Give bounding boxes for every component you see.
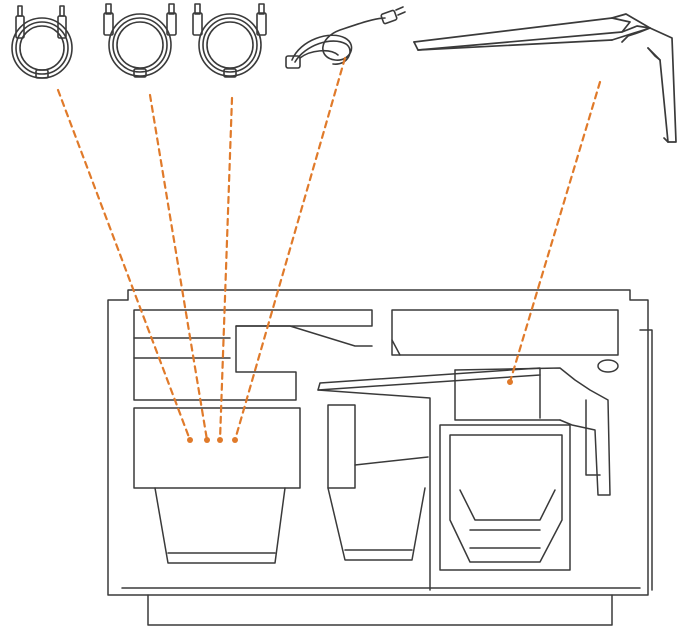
target-dot-5: [507, 379, 513, 385]
guide-cable-2: [150, 95, 207, 440]
target-dot-1: [187, 437, 193, 443]
cable-1-icon: [12, 6, 72, 78]
cable-2-icon: [104, 4, 176, 77]
guide-cable-1: [58, 90, 190, 440]
cable-3-icon: [193, 4, 266, 77]
target-dot-2: [204, 437, 210, 443]
monitor-stand-icon: [414, 14, 676, 142]
target-dot-3: [217, 437, 223, 443]
target-dot-4: [232, 437, 238, 443]
placement-guides: [58, 58, 600, 443]
guide-cable-3: [220, 98, 232, 440]
guide-monitor-stand: [510, 82, 600, 382]
